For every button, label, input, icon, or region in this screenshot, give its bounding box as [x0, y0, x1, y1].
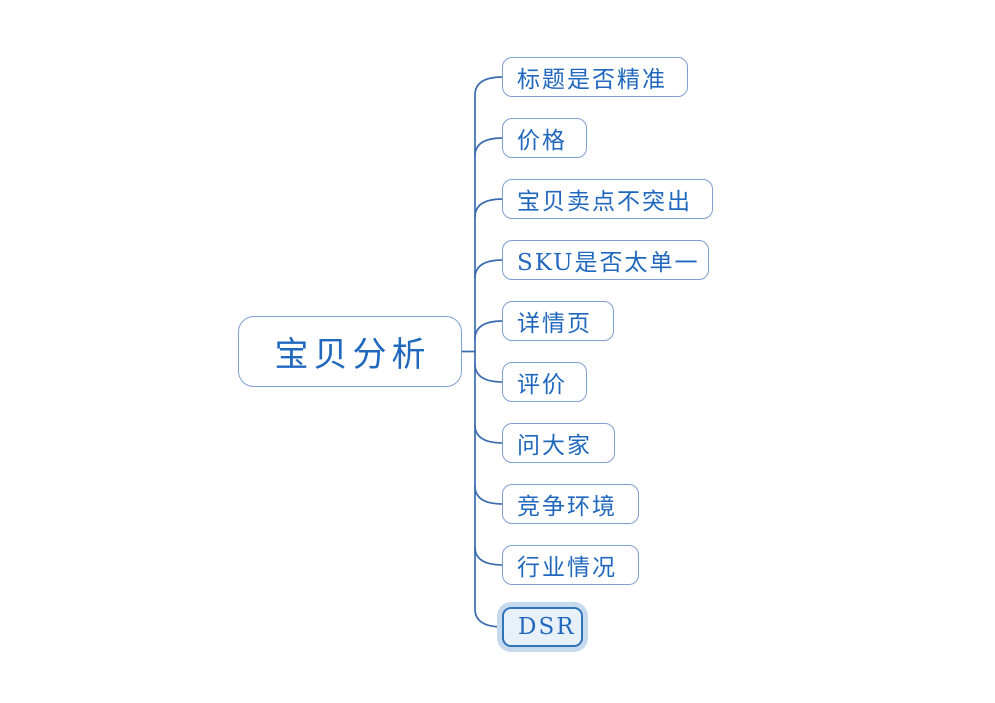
connector-line: [474, 137, 504, 157]
connector-line: [474, 198, 504, 218]
connector-line: [474, 320, 504, 340]
connector-line: [474, 363, 504, 383]
mindmap-root-node[interactable]: 宝贝分析: [238, 316, 462, 387]
connector-line: [474, 259, 504, 279]
mindmap-node[interactable]: 竞争环境: [502, 484, 639, 524]
mindmap-node[interactable]: SKU是否太单一: [502, 240, 709, 280]
mindmap-node[interactable]: 详情页: [502, 301, 614, 341]
mindmap-node[interactable]: 标题是否精准: [502, 57, 688, 97]
connector-line: [474, 76, 504, 628]
connector-line: [474, 485, 504, 505]
mindmap-node[interactable]: 评价: [502, 362, 587, 402]
mindmap-node[interactable]: 价格: [502, 118, 587, 158]
mindmap-node-selected[interactable]: DSR: [502, 607, 583, 647]
connector-line: [474, 424, 504, 444]
mindmap-node[interactable]: 行业情况: [502, 545, 639, 585]
mindmap-node[interactable]: 问大家: [502, 423, 615, 463]
mindmap-node[interactable]: 宝贝卖点不突出: [502, 179, 713, 219]
connector-line: [474, 546, 504, 566]
